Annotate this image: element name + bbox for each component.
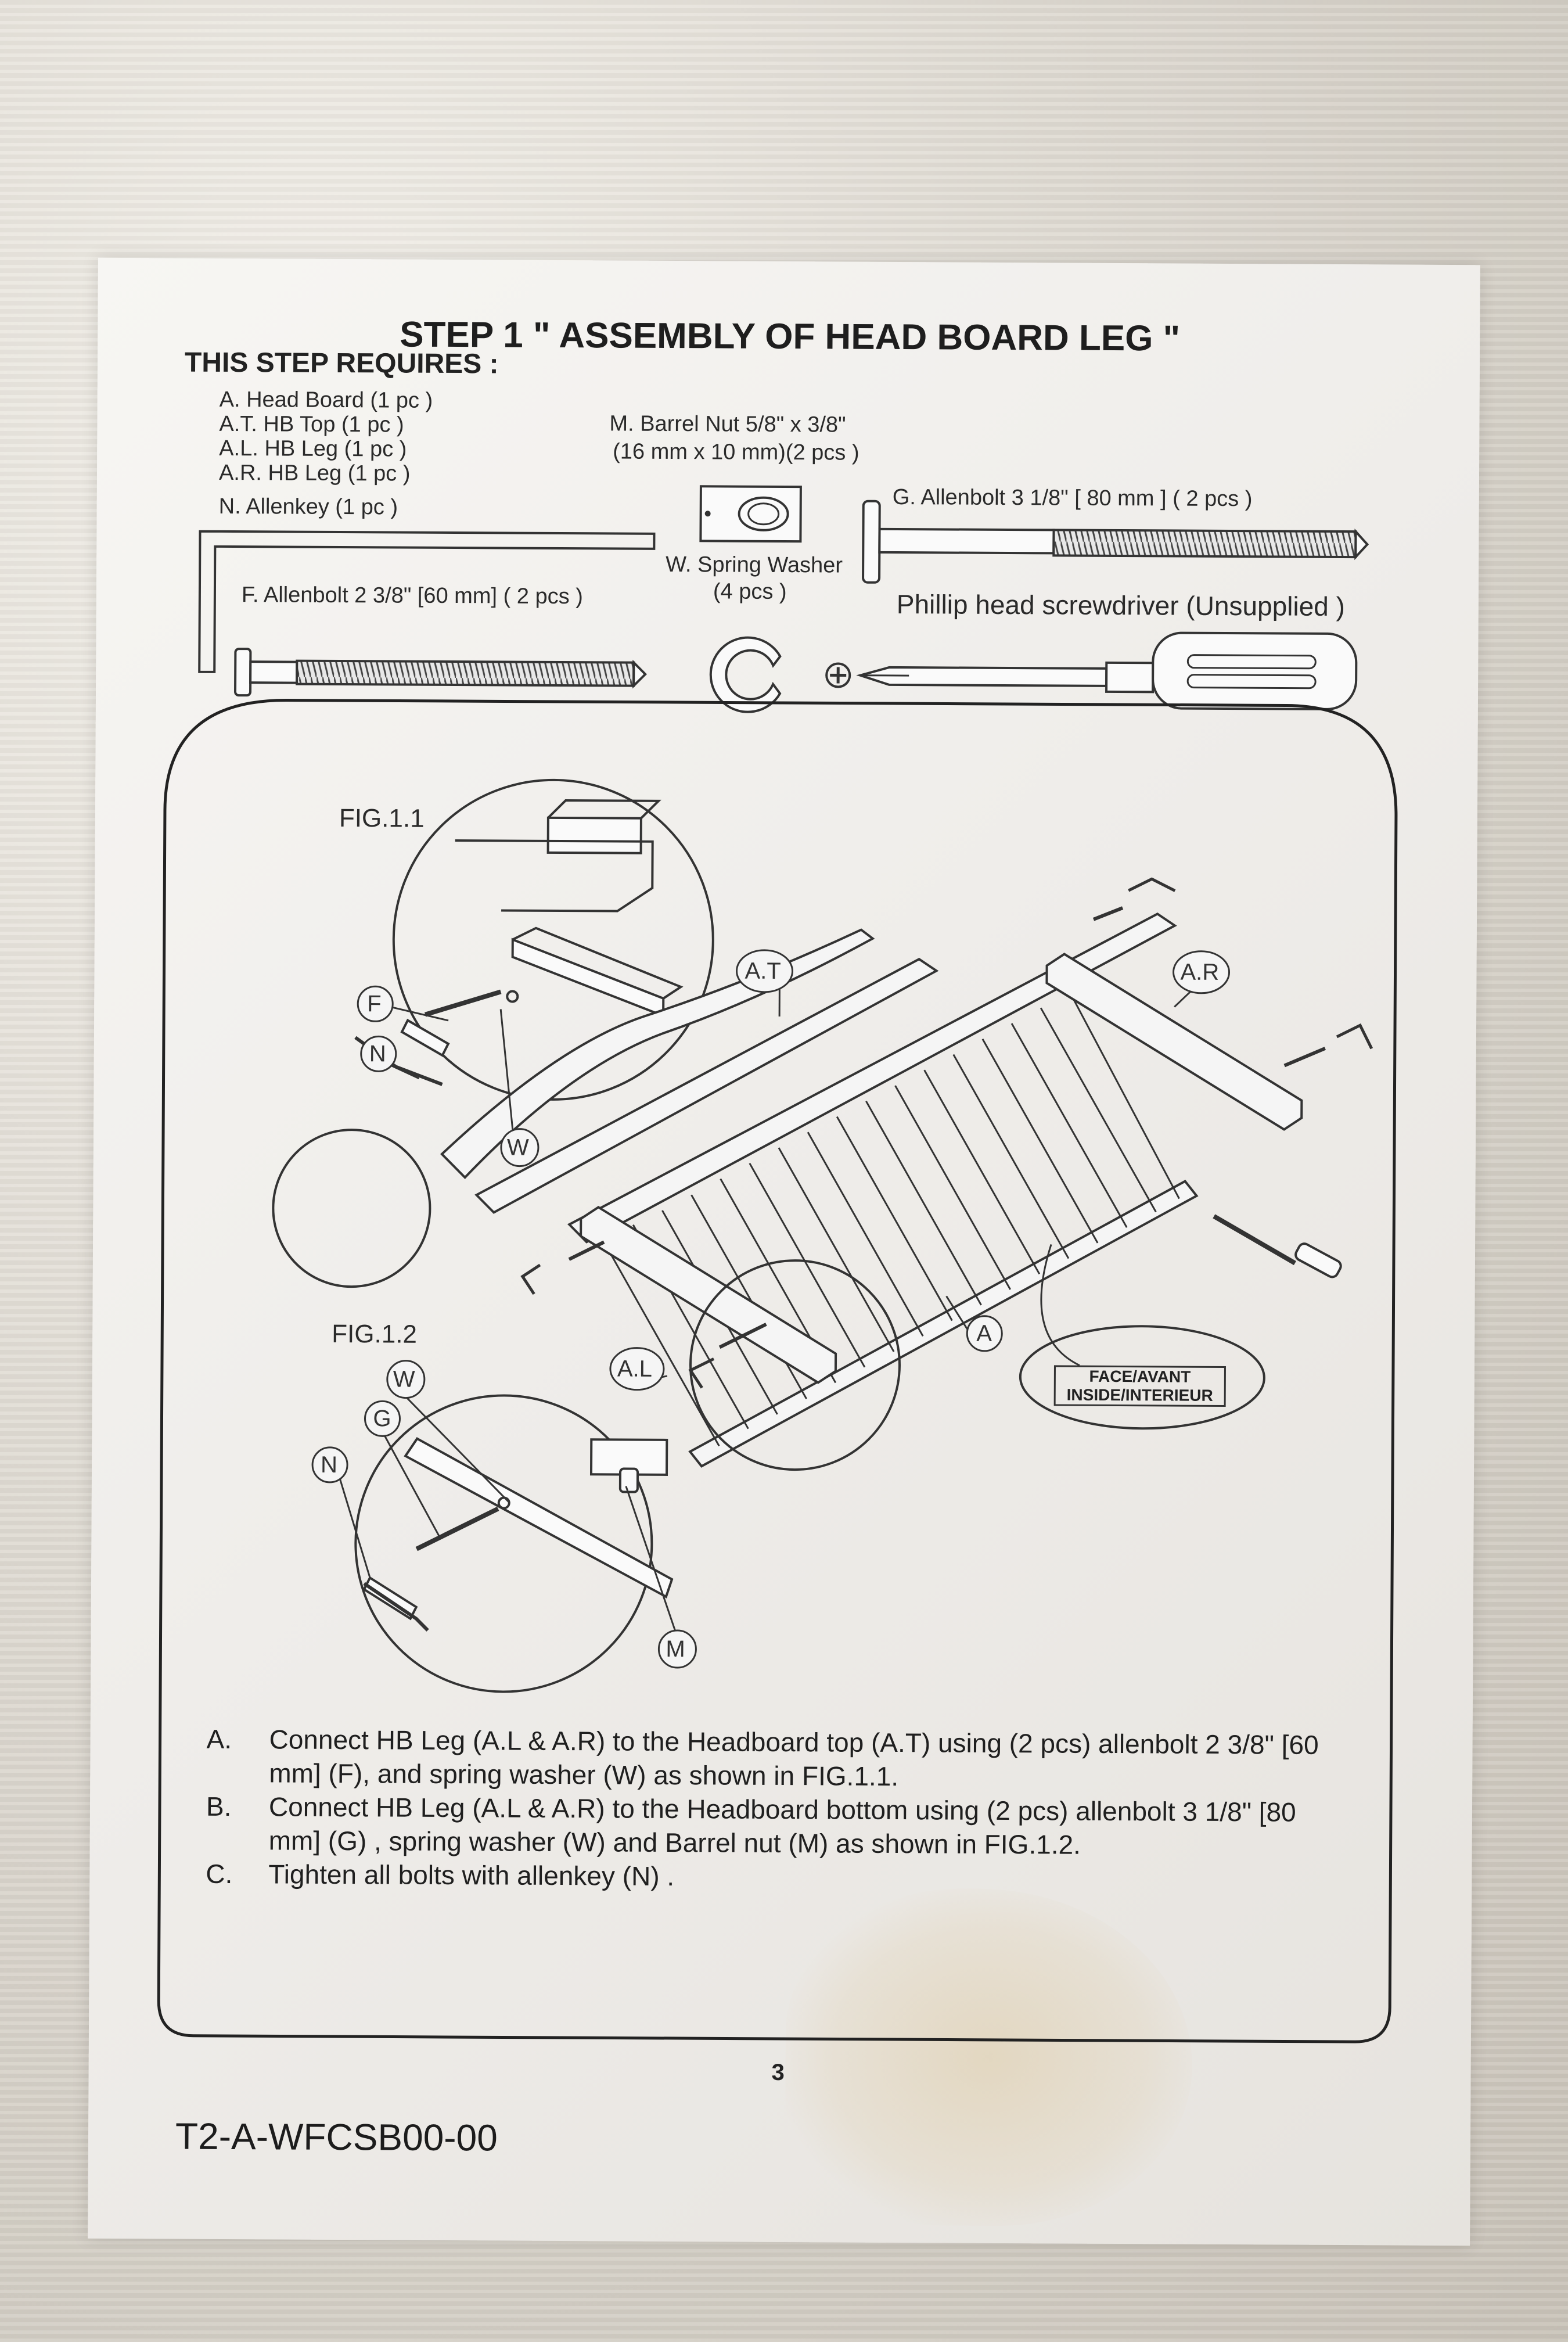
callout-al: A.L [617, 1356, 653, 1382]
part-allenbolt-g: G. Allenbolt 3 1/8" [ 80 mm ] ( 2 pcs ) [892, 484, 1253, 512]
face-label: FACE/AVANT INSIDE/INTERIEUR [1053, 1365, 1226, 1407]
joint-detail-circle [272, 1129, 431, 1288]
instruction-list: A. Connect HB Leg (A.L & A.R) to the Hea… [206, 1722, 1344, 1896]
callout-m: M [666, 1636, 685, 1662]
page-number: 3 [771, 2059, 785, 2086]
allenbolt-f-icon [234, 648, 648, 697]
document-code: T2-A-WFCSB00-00 [175, 2115, 498, 2159]
fig-1-1-detail [354, 778, 714, 1101]
face-label-line1: FACE/AVANT [1089, 1367, 1191, 1386]
instruction-text: Tighten all bolts with allenkey (N) . [268, 1859, 675, 1892]
callout-at: A.T [745, 958, 781, 984]
part-hb-top: A.T. HB Top (1 pc ) [219, 411, 404, 437]
instruction-text: Connect HB Leg (A.L & A.R) to the Headbo… [268, 1791, 1296, 1860]
face-label-line2: INSIDE/INTERIEUR [1066, 1385, 1213, 1405]
part-hb-leg-right: A.R. HB Leg (1 pc ) [218, 460, 411, 486]
callout-a: A [976, 1320, 992, 1346]
headboard-drawing [440, 877, 1373, 1468]
part-allenbolt-f: F. Allenbolt 2 3/8" [60 mm] ( 2 pcs ) [241, 583, 583, 609]
assembly-illustration [157, 485, 1398, 2043]
phillips-head-icon [825, 662, 851, 688]
diagram-frame [157, 699, 1398, 2043]
callout-leaders [335, 978, 1204, 1638]
instruction-sheet: STEP 1 " ASSEMBLY OF HEAD BOARD LEG " TH… [88, 257, 1480, 2246]
instruction-letter: C. [206, 1858, 233, 1890]
callout-w-2: W [393, 1366, 415, 1392]
callout-ar: A.R [1180, 959, 1220, 985]
part-barrel-nut: M. Barrel Nut 5/8" x 3/8" [609, 411, 846, 437]
face-label-oval [1019, 1325, 1265, 1430]
barrel-nut-icon [699, 485, 802, 543]
instruction-letter: A. [206, 1723, 232, 1755]
instruction-text: Connect HB Leg (A.L & A.R) to the Headbo… [269, 1724, 1319, 1792]
part-spring-washer-qty: (4 pcs ) [713, 579, 787, 605]
instruction-item: B. Connect HB Leg (A.L & A.R) to the Hea… [206, 1790, 1345, 1863]
fig-1-2-label: FIG.1.2 [332, 1319, 418, 1349]
fig-1-2-detail [354, 1259, 901, 1693]
instruction-item: C. Tighten all bolts with allenkey (N) . [206, 1857, 1344, 1896]
part-spring-washer: W. Spring Washer [666, 552, 843, 578]
instruction-letter: B. [206, 1791, 232, 1822]
instruction-item: A. Connect HB Leg (A.L & A.R) to the Hea… [206, 1722, 1345, 1795]
step-title: STEP 1 " ASSEMBLY OF HEAD BOARD LEG " [400, 314, 1181, 359]
callout-n-2: N [320, 1452, 338, 1478]
callout-g: G [373, 1406, 391, 1432]
part-head-board: A. Head Board (1 pc ) [219, 387, 433, 413]
screwdriver-note: Phillip head screwdriver (Unsupplied ) [896, 589, 1346, 622]
callout-w: W [506, 1134, 529, 1161]
requires-heading: THIS STEP REQUIRES : [184, 347, 499, 380]
callout-n: N [369, 1041, 386, 1067]
part-hb-leg-left: A.L. HB Leg (1 pc ) [219, 436, 407, 462]
spring-washer-icon [709, 636, 782, 713]
callout-circles [311, 949, 1231, 1669]
part-barrel-nut-size: (16 mm x 10 mm)(2 pcs ) [613, 439, 859, 465]
fig-1-1-label: FIG.1.1 [339, 803, 425, 833]
allenkey-icon [198, 530, 656, 673]
callout-f: F [367, 991, 382, 1017]
part-allenkey: N. Allenkey (1 pc ) [218, 494, 398, 520]
allenbolt-g-icon [862, 500, 1369, 584]
screwdriver-icon [856, 631, 1358, 710]
